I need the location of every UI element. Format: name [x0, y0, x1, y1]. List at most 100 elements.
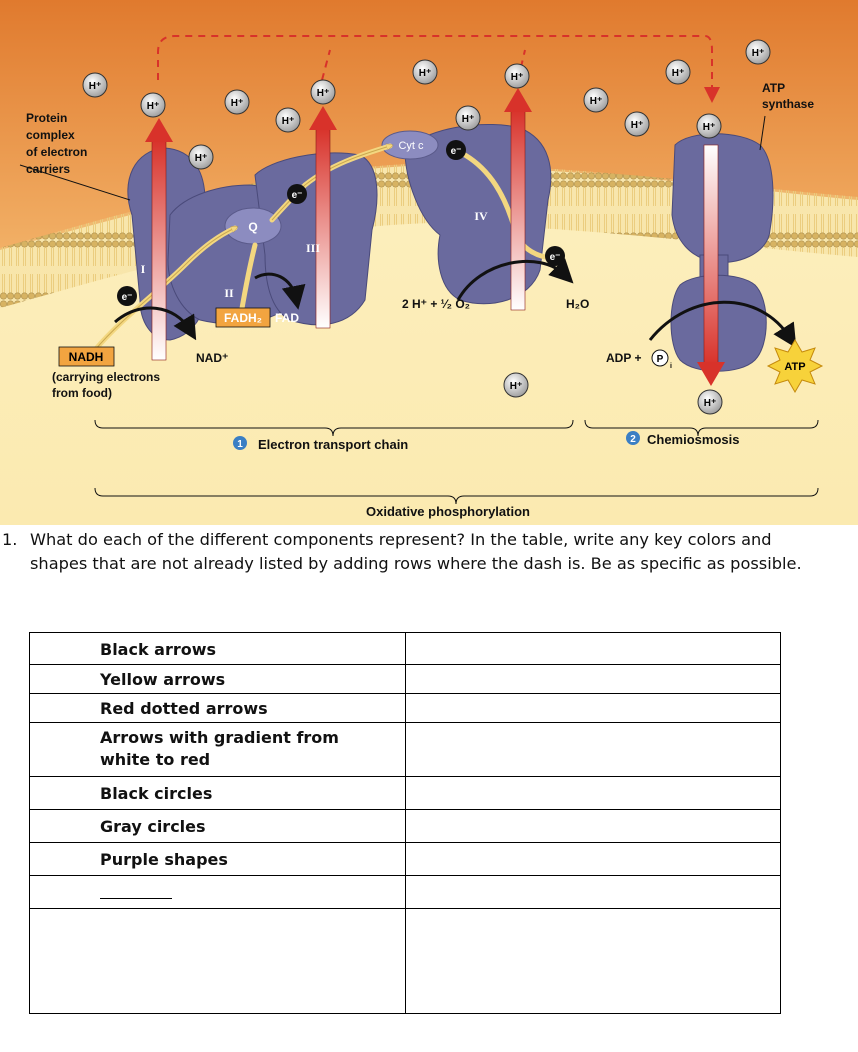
svg-text:H⁺: H⁺	[282, 116, 295, 127]
answer-cell[interactable]	[404, 632, 782, 665]
svg-text:H⁺: H⁺	[704, 398, 717, 409]
table-row: Black arrows	[29, 632, 782, 665]
blank-cell[interactable]	[29, 908, 406, 1014]
row-label: Yellow arrows	[100, 670, 226, 689]
svg-text:e⁻: e⁻	[550, 252, 561, 263]
complex-III-label: III	[306, 241, 320, 255]
row-label: Purple shapes	[100, 850, 228, 869]
black-circles: e⁻ e⁻ e⁻ e⁻	[117, 140, 565, 306]
hplus-ion: H⁺	[188, 144, 214, 170]
cytc-carrier	[381, 130, 439, 160]
fad-label: FAD	[275, 311, 299, 325]
gray-circles: H⁺ H⁺ H⁺ H⁺ H⁺ H⁺ H⁺ H⁺ H⁺ H⁺ H⁺ H⁺ H⁺ H…	[82, 39, 771, 415]
hplus-ion: H⁺	[275, 107, 301, 133]
svg-text:H⁺: H⁺	[631, 120, 644, 131]
hplus-ion: H⁺	[504, 63, 530, 89]
table-row: Purple shapes	[29, 842, 782, 876]
complex-I-label: I	[141, 262, 146, 276]
answer-table: Black arrows Yellow arrows Red dotted ar…	[29, 632, 782, 1014]
step2-badge	[626, 431, 640, 445]
adp-label: ADP +	[606, 351, 641, 365]
table-row	[29, 908, 782, 1014]
svg-text:H⁺: H⁺	[752, 48, 765, 59]
protein-complex-label: Protein complex of electron carriers	[26, 111, 91, 176]
svg-text:H⁺: H⁺	[590, 96, 603, 107]
hplus-ion: H⁺	[224, 89, 250, 115]
electron: e⁻	[117, 286, 137, 306]
fadh2-box	[215, 307, 271, 328]
svg-text:e⁻: e⁻	[451, 146, 462, 157]
svg-text:H⁺: H⁺	[672, 68, 685, 79]
hplus-ion: H⁺	[82, 72, 108, 98]
electron: e⁻	[446, 140, 466, 160]
svg-text:H⁺: H⁺	[703, 122, 716, 133]
answer-cell[interactable]	[404, 776, 782, 810]
step1-label: Electron transport chain	[258, 437, 408, 452]
svg-text:H⁺: H⁺	[231, 98, 244, 109]
hplus-ion: H⁺	[583, 87, 609, 113]
question-text: What do each of the different components…	[30, 530, 802, 573]
hplus-ion: H⁺	[503, 372, 529, 398]
hplus-ion: H⁺	[696, 113, 722, 139]
step2-label: Chemiosmosis	[647, 432, 739, 447]
hplus-ion: H⁺	[412, 59, 438, 85]
nadh-box	[58, 346, 115, 367]
answer-cell[interactable]	[404, 875, 782, 909]
row-label: Red dotted arrows	[100, 699, 268, 718]
step1-badge	[233, 436, 247, 450]
black-arrows	[114, 258, 797, 349]
q-label: Q	[248, 220, 257, 234]
intermembrane-space	[0, 0, 858, 250]
table-row: Gray circles	[29, 809, 782, 843]
hplus-ion: H⁺	[310, 79, 336, 105]
svg-text:H⁺: H⁺	[419, 68, 432, 79]
nadh-note: (carrying electrons from food)	[52, 370, 163, 400]
atp-synthase-base	[670, 274, 767, 372]
atp-synthase-label: ATP synthase	[762, 81, 814, 111]
atp-label: ATP	[784, 361, 805, 373]
answer-cell[interactable]	[404, 908, 782, 1014]
gradient-arrows	[145, 88, 725, 386]
water-label: H₂O	[566, 297, 589, 311]
answer-cell[interactable]	[404, 809, 782, 843]
row-label: Arrows with gradient from white to red	[100, 728, 339, 769]
table-row: Arrows with gradient from white to red	[29, 722, 782, 777]
hplus-ion: H⁺	[697, 389, 723, 415]
complex-II-label: II	[224, 286, 234, 300]
etc-figure: H⁺ H⁺ H⁺ H⁺ H⁺ H⁺ H⁺ H⁺ H⁺ H⁺ H⁺ H⁺ H⁺ H…	[0, 0, 858, 525]
braces	[94, 419, 819, 505]
svg-text:e⁻: e⁻	[292, 190, 303, 201]
table-row: Yellow arrows	[29, 664, 782, 694]
row-label: Black circles	[100, 784, 213, 803]
step2-number: 2	[630, 434, 636, 445]
oxygen-equation: 2 H⁺ + ¹⁄₂ O₂	[402, 297, 470, 311]
answer-cell[interactable]	[404, 722, 782, 777]
question-number: 1.	[2, 530, 18, 549]
answer-cell[interactable]	[404, 664, 782, 694]
svg-text:H⁺: H⁺	[195, 153, 208, 164]
nadh-label: NADH	[69, 350, 104, 364]
electron: e⁻	[545, 246, 565, 266]
hplus-ion: H⁺	[665, 59, 691, 85]
svg-text:H⁺: H⁺	[89, 81, 102, 92]
answer-cell[interactable]	[404, 842, 782, 876]
row-label: Gray circles	[100, 817, 206, 836]
svg-text:H⁺: H⁺	[317, 88, 330, 99]
svg-text:H⁺: H⁺	[462, 114, 475, 125]
hplus-ion: H⁺	[624, 111, 650, 137]
blank-dash	[100, 882, 172, 899]
table-row: Red dotted arrows	[29, 693, 782, 723]
hplus-ion: H⁺	[455, 105, 481, 131]
table-row: Black circles	[29, 776, 782, 810]
cytc-label: Cyt c	[398, 140, 424, 152]
svg-text:H⁺: H⁺	[147, 101, 160, 112]
svg-text:H⁺: H⁺	[510, 381, 523, 392]
svg-text:H⁺: H⁺	[511, 72, 524, 83]
row-label: Black arrows	[100, 640, 217, 659]
fadh2-label: FADH₂	[224, 311, 262, 325]
phosphate-label: P	[657, 354, 664, 365]
complex-IV-label: IV	[474, 209, 488, 223]
answer-cell[interactable]	[404, 693, 782, 723]
atp-burst	[766, 339, 824, 393]
protein-complex-pointer	[19, 164, 131, 201]
